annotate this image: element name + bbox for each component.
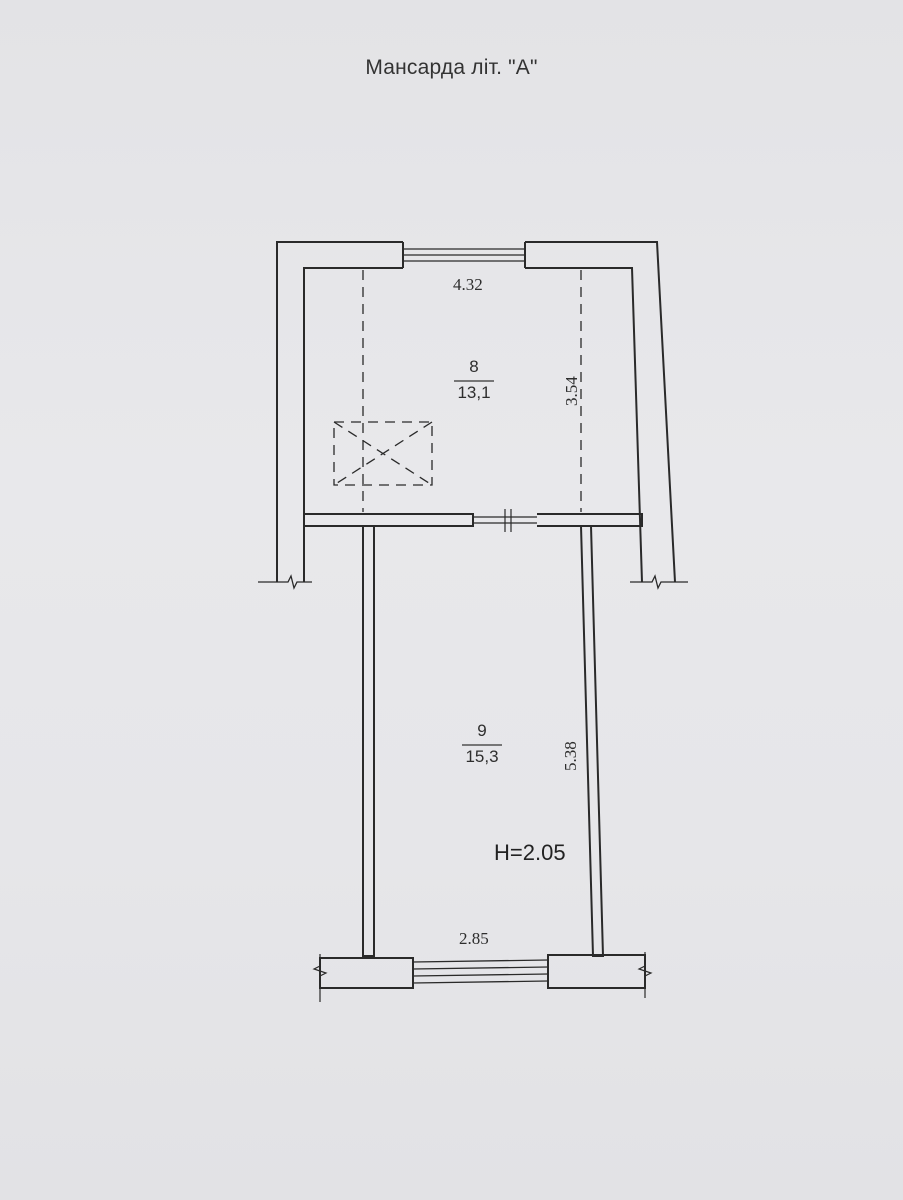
lower-left-wall	[362, 526, 375, 957]
room-9-fraction-line	[462, 744, 502, 746]
room-8-area: 13,1	[457, 383, 491, 402]
room-9-area: 15,3	[465, 747, 499, 766]
room-9-width: 2.85	[459, 929, 489, 948]
bottom-wall-left	[319, 957, 414, 989]
plan-title: Мансарда літ. "А"	[365, 56, 538, 79]
bottom-window	[412, 959, 549, 984]
room-8-fraction-line	[454, 380, 494, 382]
ceiling-height: H=2.05	[494, 840, 566, 865]
top-window	[403, 248, 525, 262]
right-inner-wall	[525, 267, 643, 583]
left-inner-wall	[303, 267, 403, 582]
room-8-length: 3.54	[562, 376, 581, 406]
dashed-guides	[333, 270, 582, 512]
room-8-number: 8	[469, 357, 479, 376]
door-opening	[473, 509, 537, 532]
room-9-length: 5.38	[561, 741, 580, 771]
bottom-wall-right	[547, 954, 646, 989]
left-outer-wall	[276, 241, 403, 582]
partition-left	[304, 513, 474, 527]
room-8-width: 4.32	[453, 275, 483, 294]
partition-right	[537, 513, 643, 527]
room-9-number: 9	[477, 721, 487, 740]
lower-right-wall	[580, 525, 605, 957]
right-outer-wall	[525, 241, 676, 583]
